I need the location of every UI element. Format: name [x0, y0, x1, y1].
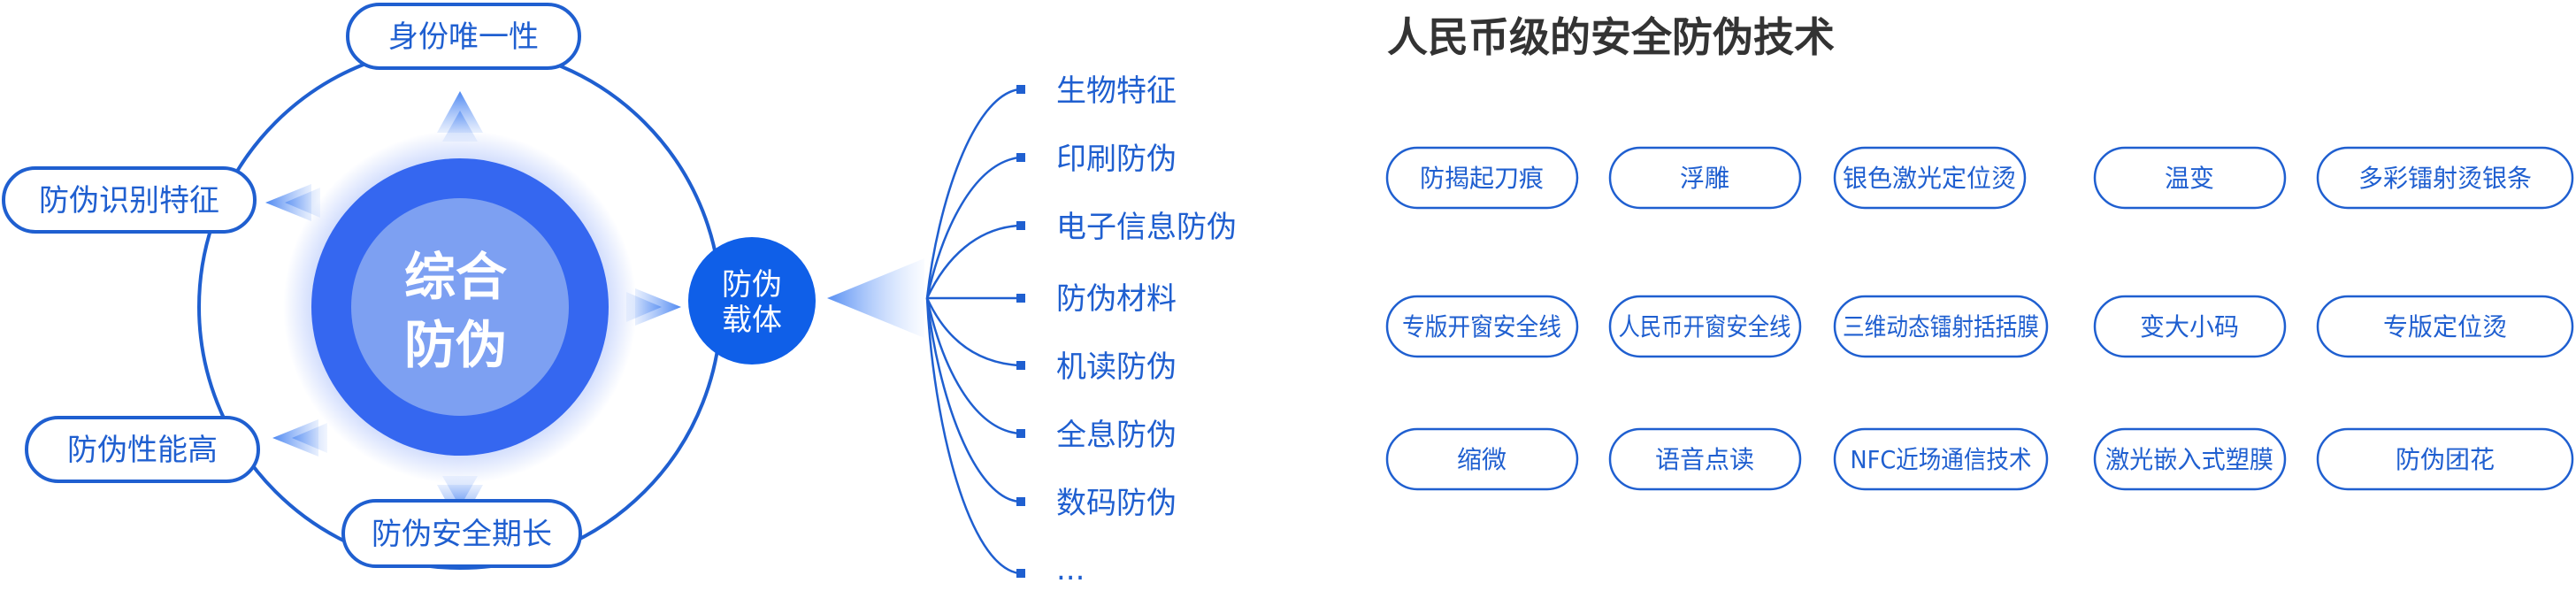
- tech-label: 三维动态镭射括括膜: [1843, 312, 2039, 342]
- branch-label: 生物特征: [1056, 73, 1177, 109]
- branch-bullet: [1016, 294, 1025, 303]
- ring-item-bottom: 防伪安全期长: [341, 499, 582, 568]
- tech-pill: [1608, 146, 1802, 210]
- branch-line: [925, 224, 1020, 299]
- tech-pill: [2316, 146, 2574, 210]
- ring-item-left-top: 防伪识别特征: [2, 166, 257, 234]
- arrow-up-icon: [437, 91, 483, 142]
- tech-pill: [2093, 427, 2287, 491]
- tech-pill: [2093, 146, 2287, 210]
- branch-label: 机读防伪: [1056, 349, 1177, 385]
- branch-line: [925, 88, 1020, 299]
- ring-item-left-top-label: 防伪识别特征: [39, 183, 219, 219]
- tech-label: 专版开窗安全线: [1402, 312, 1561, 342]
- branch-group: 生物特征 印刷防伪 电子信息防伪 防伪材料 机读防伪 全息防伪 数码防伪 ...: [925, 73, 1237, 587]
- branch-line: [925, 297, 1020, 503]
- branch-bullet: [1016, 361, 1025, 370]
- branch-label: 防伪材料: [1056, 281, 1177, 317]
- tech-pill: [1385, 427, 1579, 491]
- tech-label: NFC近场通信技术: [1851, 445, 2032, 474]
- branch-label: 数码防伪: [1056, 486, 1177, 521]
- branch-bullet: [1016, 85, 1025, 94]
- branch-label: 印刷防伪: [1056, 142, 1177, 177]
- tech-label: 银色激光定位烫: [1843, 164, 2016, 193]
- tech-label: 人民币开窗安全线: [1619, 312, 1791, 342]
- tech-label: 专版定位烫: [2383, 312, 2507, 342]
- arrow-right-icon: [626, 288, 681, 326]
- arrow-left-bottom-icon: [272, 419, 327, 457]
- branch-bullet: [1016, 497, 1025, 506]
- fan-arrow-icon: [827, 258, 924, 338]
- tech-label: 防伪团花: [2396, 445, 2495, 474]
- tech-pill: [2093, 295, 2287, 358]
- arrow-left-top-icon: [265, 184, 320, 221]
- branch-bullet: [1016, 153, 1025, 162]
- carrier-circle: [688, 237, 816, 365]
- branch-label: 全息防伪: [1056, 418, 1177, 453]
- center-inner-circle: [351, 198, 569, 416]
- branch-label: ...: [1056, 552, 1085, 587]
- carrier-label-line2: 载体: [722, 303, 782, 338]
- tech-pill: [1608, 295, 1802, 358]
- tech-pill: [1833, 427, 2049, 491]
- tech-pill: [1385, 295, 1579, 358]
- branch-line: [925, 297, 1020, 435]
- ring-item-left-bottom: 防伪性能高: [25, 416, 260, 483]
- tech-pill: [1833, 295, 2049, 358]
- center-label-line1: 综合: [404, 247, 507, 307]
- branch-bullet: [1016, 429, 1025, 438]
- tech-label: 浮雕: [1680, 164, 1729, 193]
- branch-line: [925, 297, 1020, 575]
- tech-pill: [1833, 146, 2027, 210]
- tech-label: 防揭起刀痕: [1420, 164, 1544, 193]
- branch-line: [925, 297, 1020, 367]
- tech-grid: 防揭起刀痕 浮雕 银色激光定位烫 温变 多彩镭射烫银条 专版开窗安全线 人民币开…: [1385, 146, 2574, 491]
- tech-label: 温变: [2165, 164, 2214, 193]
- tech-label: 激光嵌入式塑膜: [2105, 445, 2273, 474]
- tech-label: 多彩镭射烫银条: [2358, 164, 2532, 193]
- tech-label: 变大小码: [2140, 312, 2239, 342]
- ring-item-left-bottom-label: 防伪性能高: [67, 433, 218, 468]
- ring-item-top-label: 身份唯一性: [388, 19, 539, 55]
- carrier-label-line1: 防伪: [722, 267, 782, 303]
- center-label-line2: 防伪: [404, 315, 507, 375]
- branch-label: 电子信息防伪: [1056, 210, 1237, 245]
- tech-pill: [2316, 427, 2574, 491]
- panel-title: 人民币级的安全防伪技术: [1387, 13, 1835, 61]
- tech-pill: [2316, 295, 2574, 358]
- ring-item-top: 身份唯一性: [346, 3, 581, 70]
- ring-item-bottom-label: 防伪安全期长: [372, 517, 552, 552]
- tech-pill: [1608, 427, 1802, 491]
- tech-pill: [1385, 146, 1579, 210]
- tech-label: 缩微: [1457, 445, 1506, 474]
- tech-label: 语音点读: [1655, 445, 1754, 474]
- branch-bullet: [1016, 569, 1025, 578]
- branch-line: [925, 156, 1020, 299]
- branch-bullet: [1016, 221, 1025, 230]
